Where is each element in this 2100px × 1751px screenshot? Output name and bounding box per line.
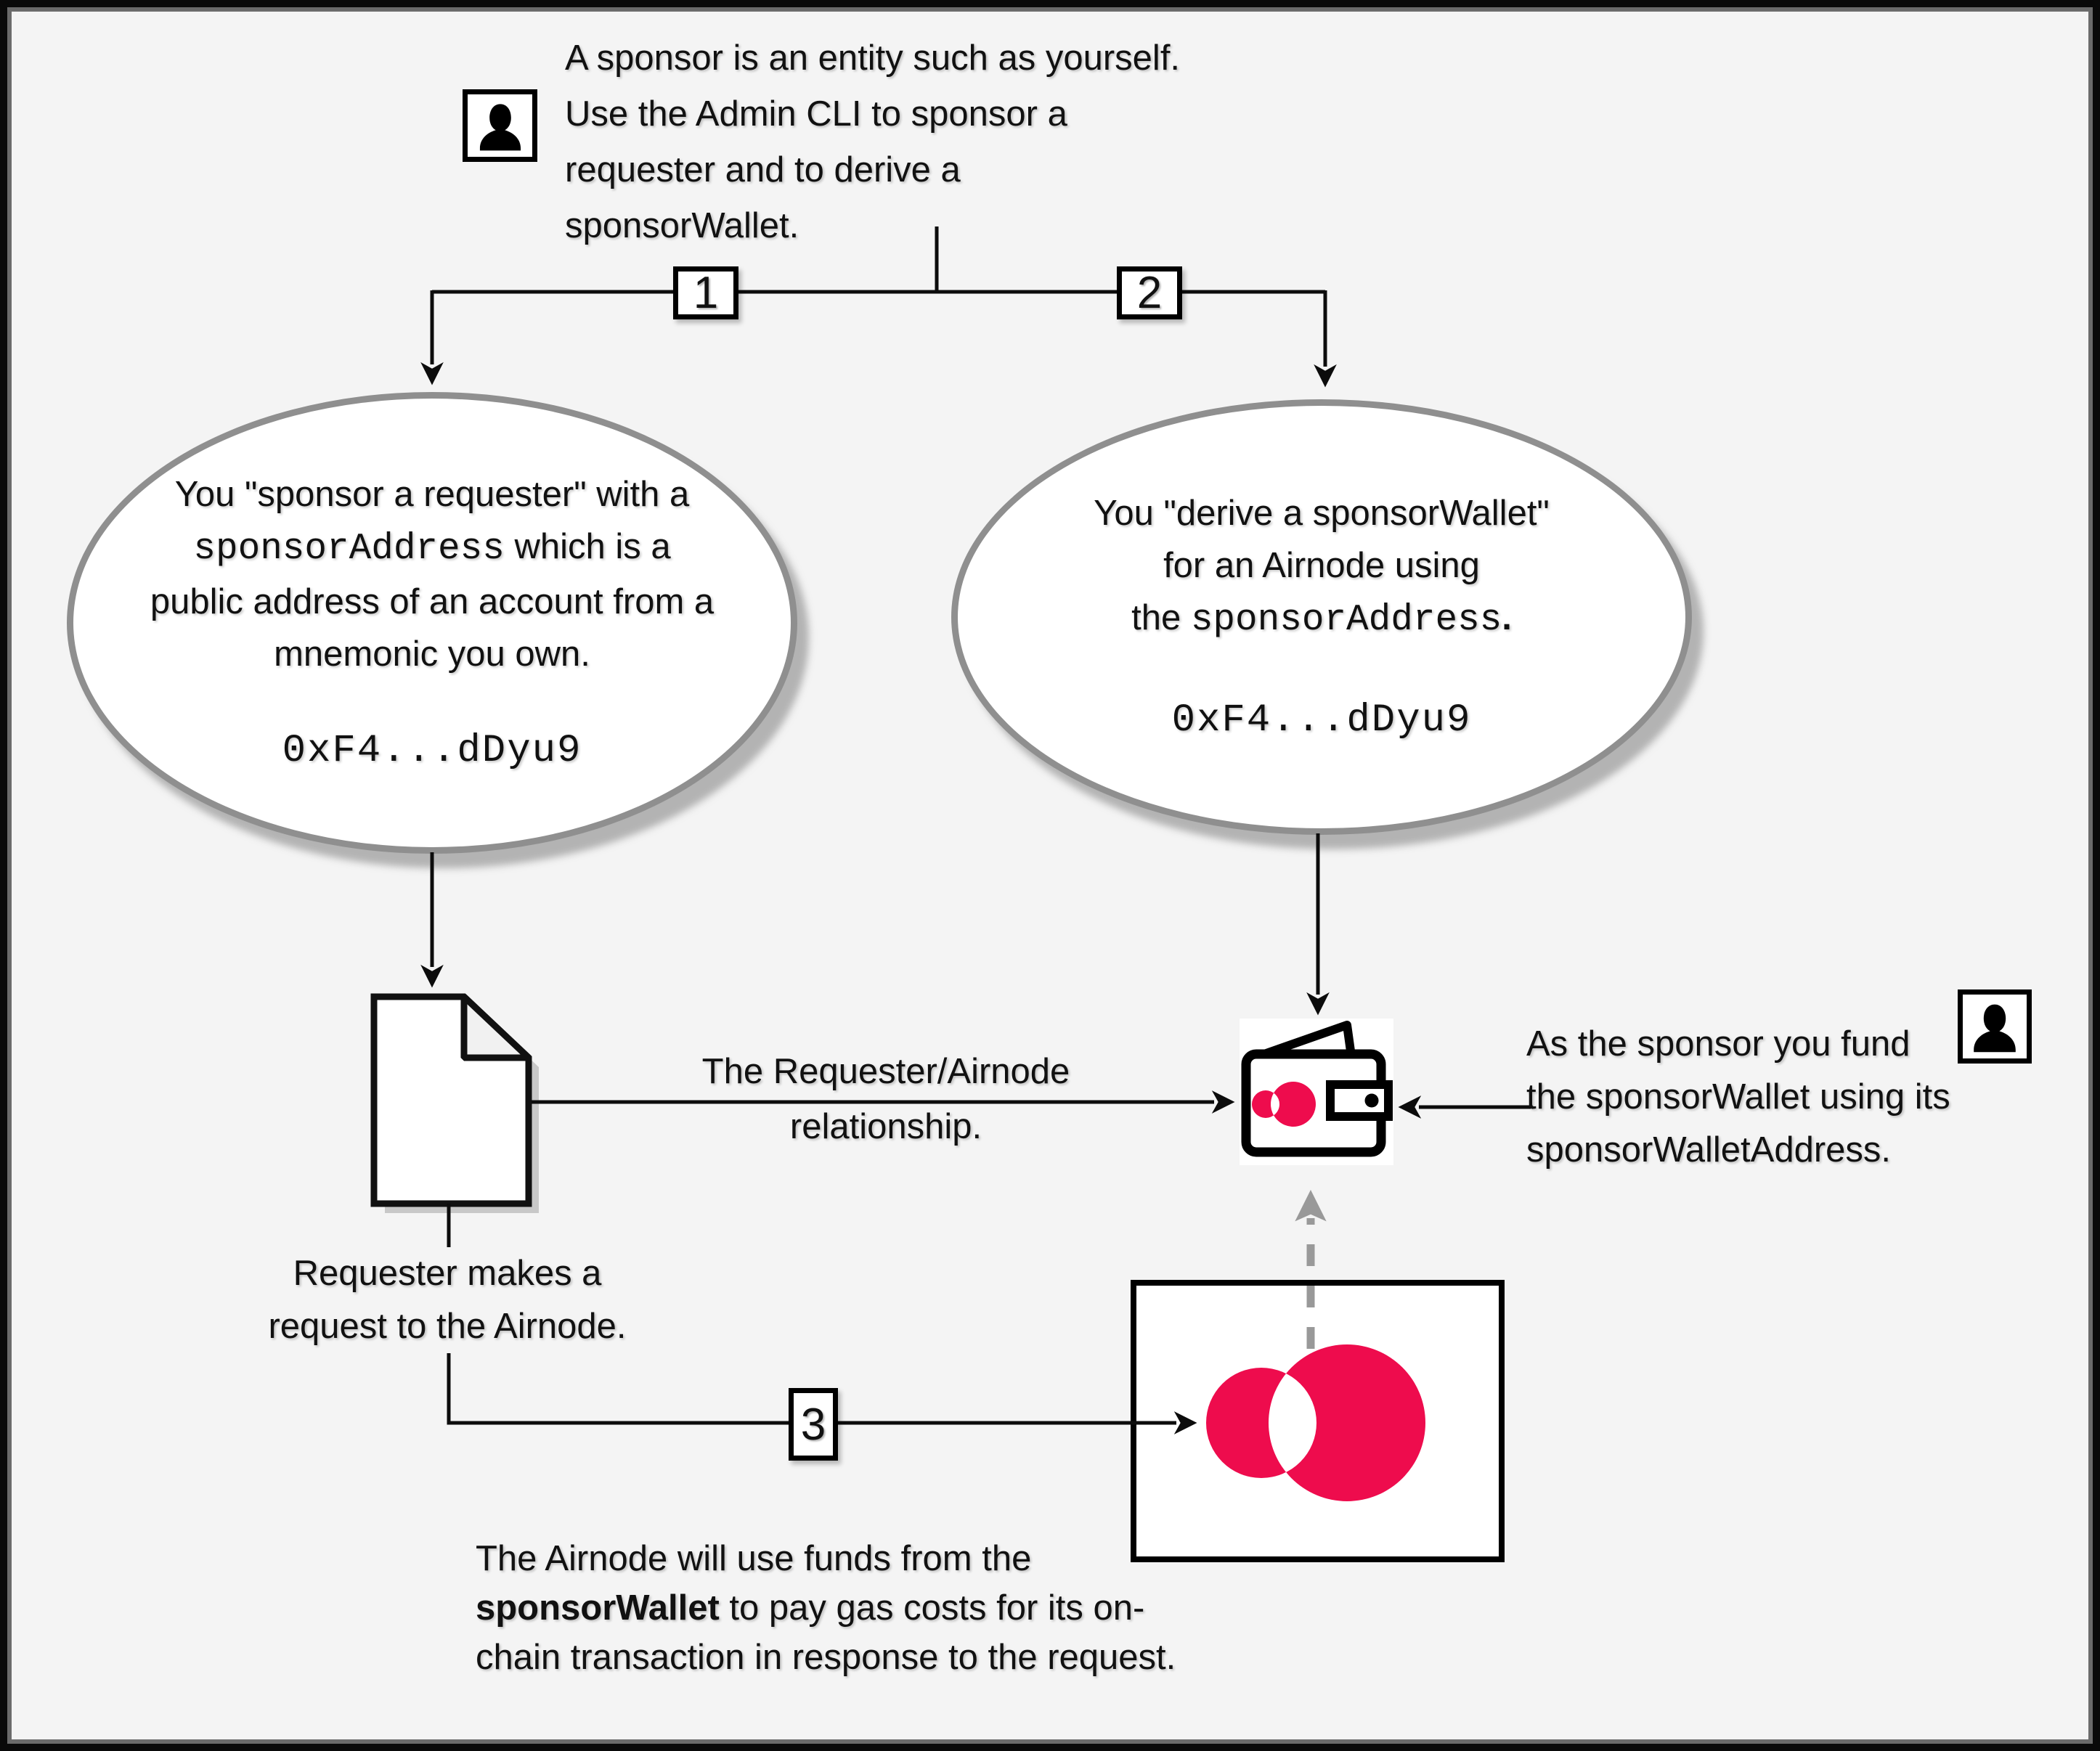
relationship-label: The Requester/Airnode relationship. bbox=[661, 1044, 1111, 1154]
sponsor-ellipse-line4: mnemonic you own. bbox=[274, 634, 590, 674]
top-note: A sponsor is an entity such as yourself.… bbox=[565, 30, 1180, 254]
step-1-label: 1 bbox=[693, 268, 719, 318]
requester-document-icon bbox=[370, 993, 539, 1213]
connector-overlay bbox=[420, 226, 1531, 1434]
person-icon bbox=[479, 104, 521, 151]
document-fold-corner bbox=[460, 994, 532, 1061]
fund-note: As the sponsor you fund the sponsorWalle… bbox=[1526, 1018, 1950, 1177]
bottom-note-line2: sponsorWallet to pay gas costs for its o… bbox=[476, 1583, 1176, 1633]
wallet-ellipse-line1: You "derive a sponsorWallet" bbox=[1094, 494, 1550, 533]
requester-request-line1: Requester makes a bbox=[293, 1254, 602, 1293]
top-note-line: A sponsor is an entity such as yourself. bbox=[565, 38, 1181, 78]
sponsor-ellipse-line2-rest: which is a bbox=[504, 527, 671, 566]
sponsor-person-icon-right bbox=[1958, 989, 2032, 1064]
step-1-badge: 1 bbox=[673, 266, 738, 319]
bottom-note-line2-rest: to pay gas costs for its on- bbox=[719, 1588, 1145, 1628]
wallet-airnode-logo bbox=[1252, 1081, 1316, 1127]
fund-note-line2: the sponsorWallet using its bbox=[1526, 1077, 1950, 1117]
airnode-logo-icon bbox=[1206, 1344, 1425, 1501]
wallet-ellipse-line3: the sponsorAddress. bbox=[1131, 592, 1512, 647]
inner-frame bbox=[7, 7, 2093, 1744]
airnode-box bbox=[1131, 1280, 1505, 1562]
top-note-line: Use the Admin CLI to sponsor a bbox=[565, 94, 1067, 134]
requester-request-line2: request to the Airnode. bbox=[268, 1307, 627, 1346]
step-3-label: 3 bbox=[800, 1399, 826, 1450]
step-2-badge: 2 bbox=[1117, 266, 1182, 319]
sponsorwallet-wallet-icon bbox=[1240, 1019, 1393, 1165]
relationship-label-line2: relationship. bbox=[789, 1107, 982, 1146]
wallet-clasp bbox=[1326, 1080, 1393, 1121]
wallet-ellipse-line3-pre: the bbox=[1131, 598, 1191, 637]
step-2-label: 2 bbox=[1136, 268, 1163, 318]
document-body bbox=[370, 993, 532, 1207]
top-note-line: sponsorWallet. bbox=[565, 206, 799, 245]
wallet-address-value: 0xF4...dDyu9 bbox=[1171, 698, 1472, 743]
wallet-address-code: sponsorAddress bbox=[1190, 600, 1502, 641]
bottom-note-line1: The Airnode will use funds from the bbox=[476, 1539, 1032, 1578]
top-note-line: requester and to derive a bbox=[565, 150, 961, 189]
bottom-note-line3: chain transaction in response to the req… bbox=[476, 1638, 1176, 1677]
derive-sponsorwallet-ellipse: You "derive a sponsorWallet" for an Airn… bbox=[951, 399, 1692, 835]
sponsor-ellipse-line3: public address of an account from a bbox=[150, 582, 715, 621]
sponsor-person-icon bbox=[463, 89, 537, 162]
fund-note-line3: sponsorWalletAddress. bbox=[1526, 1130, 1892, 1170]
person-icon bbox=[1974, 1004, 2016, 1053]
step-3-badge: 3 bbox=[789, 1388, 838, 1461]
bottom-note-bold: sponsorWallet bbox=[476, 1588, 720, 1628]
requester-request-label: Requester makes a request to the Airnode… bbox=[225, 1247, 670, 1353]
wallet-ellipse-line3-post: . bbox=[1502, 598, 1512, 637]
airnode-logo-circles bbox=[1206, 1344, 1425, 1501]
wallet-ellipse-line2: for an Airnode using bbox=[1163, 546, 1480, 585]
sponsor-ellipse-line1: You "sponsor a requester" with a bbox=[174, 475, 690, 514]
sponsor-ellipse-line2: sponsorAddress which is a bbox=[193, 521, 670, 576]
sponsor-address-code: sponsorAddress bbox=[193, 528, 505, 570]
fund-note-line1: As the sponsor you fund bbox=[1526, 1024, 1910, 1064]
sponsor-requester-ellipse: You "sponsor a requester" with a sponsor… bbox=[67, 392, 797, 854]
wallet-clasp-button bbox=[1364, 1093, 1379, 1108]
relationship-label-line1: The Requester/Airnode bbox=[701, 1052, 1070, 1091]
bottom-note: The Airnode will use funds from the spon… bbox=[476, 1534, 1176, 1682]
sponsor-address-value: 0xF4...dDyu9 bbox=[282, 729, 582, 773]
